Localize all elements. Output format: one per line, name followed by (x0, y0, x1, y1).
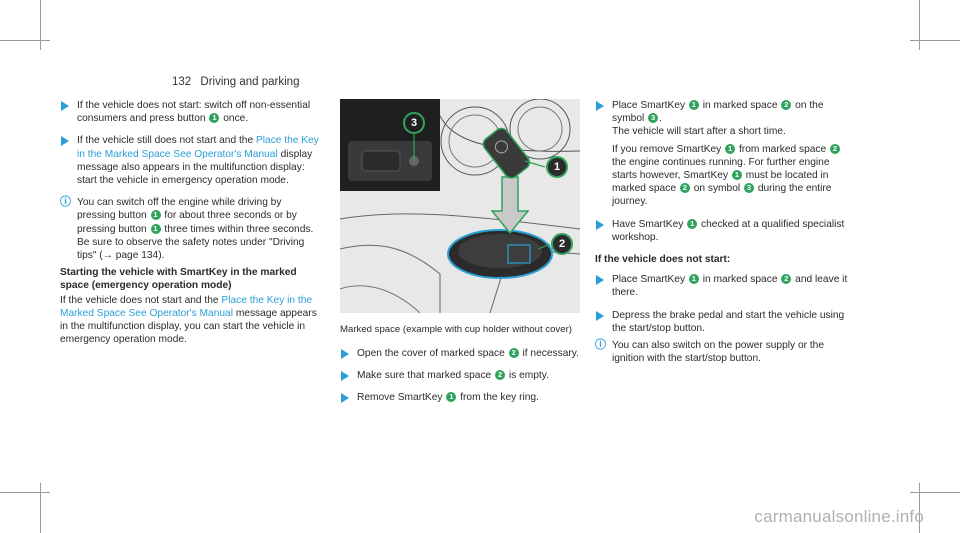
paragraph: If you remove SmartKey 1 from marked spa… (612, 143, 857, 209)
callout-badge: 3 (648, 113, 659, 124)
arrow-bullet-icon (596, 310, 604, 321)
column-left: If the vehicle does not start: switch of… (60, 99, 322, 346)
callout-badge: 1 (446, 392, 457, 403)
arrow-bullet-icon (341, 349, 349, 359)
figure-callout-1: 1 (546, 156, 568, 178)
list-item: Place SmartKey 1 in marked space 2 on th… (595, 99, 857, 209)
crop-mark (910, 40, 960, 41)
display-message-link[interactable]: Place the Key in the Marked Space See Op… (60, 294, 313, 319)
callout-badge: 1 (731, 170, 742, 181)
arrow-bullet-icon (61, 101, 69, 111)
callout-badge: 1 (688, 100, 699, 110)
watermark: carmanualsonline.info (754, 507, 924, 526)
section-heading: If the vehicle does not start: (595, 254, 731, 266)
info-icon: ⓘ (595, 339, 606, 352)
callout-badge: 1 (150, 210, 161, 221)
column-middle: Marked space (example with cup holder wi… (340, 324, 580, 414)
figure-marked-space: 3 1 2 (340, 99, 580, 313)
section-title: Driving and parking (200, 76, 300, 88)
callout-badge: 2 (679, 183, 690, 194)
arrow-bullet-icon (341, 393, 349, 404)
page-header: 132 Driving and parking (172, 76, 299, 88)
info-icon: ⓘ (60, 196, 71, 209)
crop-mark (919, 483, 920, 533)
column-right: Place SmartKey 1 in marked space 2 on th… (595, 99, 857, 374)
crop-mark (0, 492, 50, 493)
arrow-bullet-icon (596, 101, 604, 111)
list-item: Have SmartKey 1 checked at a qualified s… (595, 218, 857, 244)
list-item: If the vehicle does not start: switch of… (60, 99, 322, 125)
arrow-bullet-icon (341, 371, 349, 382)
callout-badge: 1 (150, 223, 161, 234)
crop-mark (0, 40, 50, 41)
info-note: ⓘ You can also switch on the power suppl… (595, 339, 824, 365)
arrow-bullet-icon (596, 219, 604, 230)
figure-callout-3: 3 (403, 112, 425, 134)
list-item: Place SmartKey 1 in marked space 2 and l… (595, 273, 857, 299)
page-number: 132 (172, 76, 192, 88)
crop-mark (919, 0, 920, 50)
paragraph: If the vehicle does not start and the Pl… (60, 294, 317, 346)
crop-mark (40, 483, 41, 533)
list-item: Open the cover of marked space 2 if nece… (340, 347, 580, 360)
figure-callout-2: 2 (551, 233, 573, 255)
list-item: Depress the brake pedal and start the ve… (595, 309, 857, 335)
arrow-bullet-icon (596, 275, 604, 286)
info-note: ⓘ You can switch off the engine while dr… (60, 196, 314, 262)
crop-mark (40, 0, 41, 50)
section-heading: Starting the vehicle with SmartKey in th… (60, 267, 297, 292)
callout-badge: 1 (209, 113, 220, 124)
callout-badge: 1 (725, 143, 736, 154)
callout-badge: 3 (743, 183, 754, 194)
callout-badge: 2 (781, 100, 792, 110)
callout-badge: 2 (508, 348, 519, 358)
list-item: Make sure that marked space 2 is empty. (340, 369, 580, 382)
callout-badge: 2 (781, 274, 792, 285)
display-message-link[interactable]: Place the Key in the Marked Space See Op… (77, 135, 319, 160)
callout-badge: 2 (495, 370, 506, 381)
arrow-bullet-icon (61, 136, 69, 147)
callout-badge: 1 (688, 274, 699, 285)
figure-illustration (340, 99, 580, 313)
list-item: Remove SmartKey 1 from the key ring. (340, 391, 580, 404)
list-item: If the vehicle still does not start and … (60, 134, 322, 187)
crop-mark (910, 492, 960, 493)
callout-badge: 2 (830, 143, 841, 154)
paragraph: The vehicle will start after a short tim… (612, 126, 786, 138)
figure-caption: Marked space (example with cup holder wi… (340, 324, 572, 335)
callout-badge: 1 (687, 218, 698, 229)
